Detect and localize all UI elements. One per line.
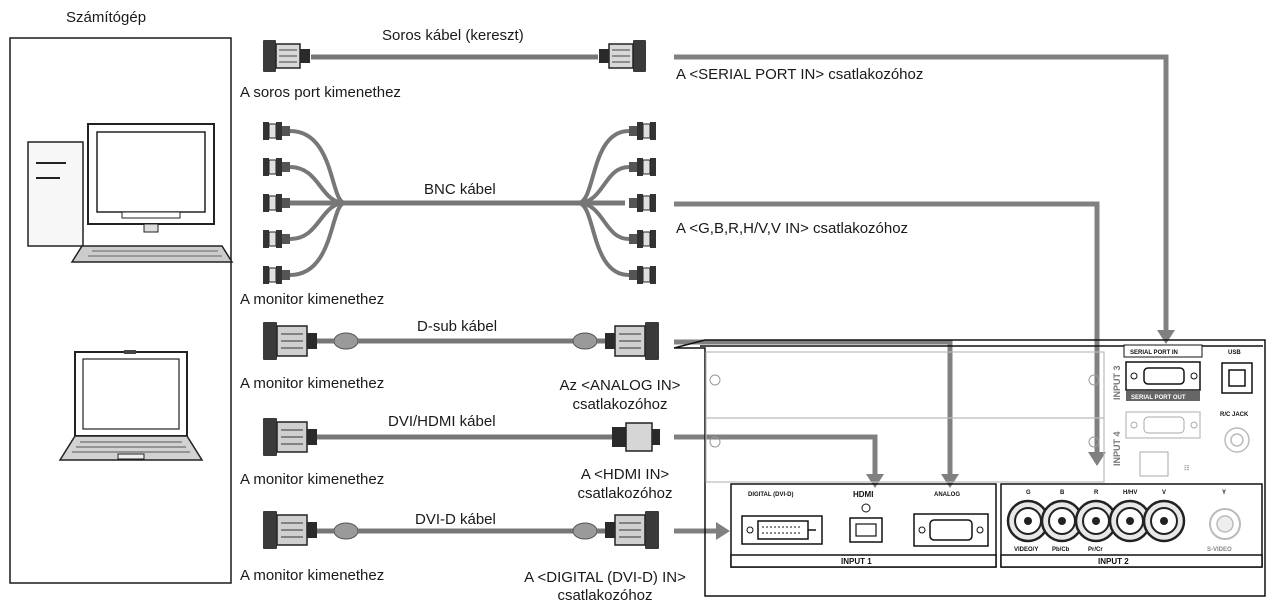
dvi-d-cable — [262, 510, 660, 550]
dvi-hdmi-cable — [262, 417, 660, 457]
dvid-target-label-1: A <DIGITAL (DVI-D) IN> — [524, 569, 686, 586]
input2-label: INPUT 2 — [1098, 557, 1129, 566]
lan-icon: ☷ — [1184, 465, 1189, 472]
serial-source-label: A soros port kimenethez — [240, 84, 401, 101]
analog-label: ANALOG — [934, 492, 960, 498]
arrow-heads — [716, 330, 1175, 540]
dsub-cable — [262, 321, 660, 361]
dsub-target-label-2: csatlakozóhoz — [572, 396, 668, 413]
dvid-source-label: A monitor kimenethez — [240, 567, 385, 584]
bnc-source-label: A monitor kimenethez — [240, 291, 385, 308]
dvihdmi-target-label-2: csatlakozóhoz — [577, 485, 673, 502]
laptop-computer-icon — [58, 350, 204, 461]
hdmi-label: HDMI — [853, 490, 873, 499]
rc-jack-label: R/C JACK — [1220, 412, 1249, 418]
bnc-label-g: G — [1026, 490, 1031, 496]
dvid-cable-label: DVI-D kábel — [415, 511, 496, 528]
bnc-cable-label: BNC kábel — [424, 181, 496, 198]
digital-dvid-label: DIGITAL (DVI-D) — [748, 492, 793, 498]
svideo-label: S-VIDEO — [1207, 547, 1232, 553]
serial-port-out-label: SERIAL PORT OUT — [1131, 395, 1186, 401]
input4-label: INPUT 4 — [1112, 431, 1122, 466]
svideo-top-label: Y — [1222, 490, 1226, 496]
desktop-computer-icon — [27, 123, 234, 263]
dvid-target-label-2: csatlakozóhoz — [557, 587, 653, 604]
bnc-label-pb-cb: Pb/Cb — [1052, 547, 1070, 553]
usb-label: USB — [1228, 350, 1241, 356]
serial-target-label: A <SERIAL PORT IN> csatlakozóhoz — [676, 66, 924, 83]
dsub-source-label: A monitor kimenethez — [240, 375, 385, 392]
bnc-label-pr-cr: Pr/Cr — [1088, 547, 1103, 553]
bnc-label-hhv: H/HV — [1123, 490, 1137, 496]
bnc-label-video-y: VIDEO/Y — [1014, 547, 1038, 553]
bnc-label-v: V — [1162, 490, 1166, 496]
serial-cable — [262, 39, 647, 73]
dvihdmi-source-label: A monitor kimenethez — [240, 471, 385, 488]
dvihdmi-target-label-1: A <HDMI IN> — [580, 466, 670, 483]
dsub-cable-label: D-sub kábel — [417, 318, 498, 335]
bnc-cable — [262, 121, 657, 285]
serial-port-in-label: SERIAL PORT IN — [1130, 350, 1178, 356]
bnc-target-label: A <G,B,R,H/V,V IN> csatlakozóhoz — [676, 220, 909, 237]
input1-label: INPUT 1 — [841, 557, 872, 566]
connection-arrows — [674, 54, 1169, 534]
dvihdmi-cable-label: DVI/HDMI kábel — [388, 413, 496, 430]
input3-label: INPUT 3 — [1112, 365, 1122, 400]
computer-box — [9, 37, 232, 584]
serial-cable-label: Soros kábel (kereszt) — [382, 27, 524, 44]
bnc-label-r: R — [1094, 490, 1099, 496]
projector-panel: INPUT 3 INPUT 4 SERIAL PORT IN SERIAL PO… — [673, 339, 1266, 597]
computer-title: Számítógép — [66, 9, 147, 26]
bnc-label-b: B — [1060, 490, 1065, 496]
dsub-target-label-1: Az <ANALOG IN> — [559, 377, 681, 394]
